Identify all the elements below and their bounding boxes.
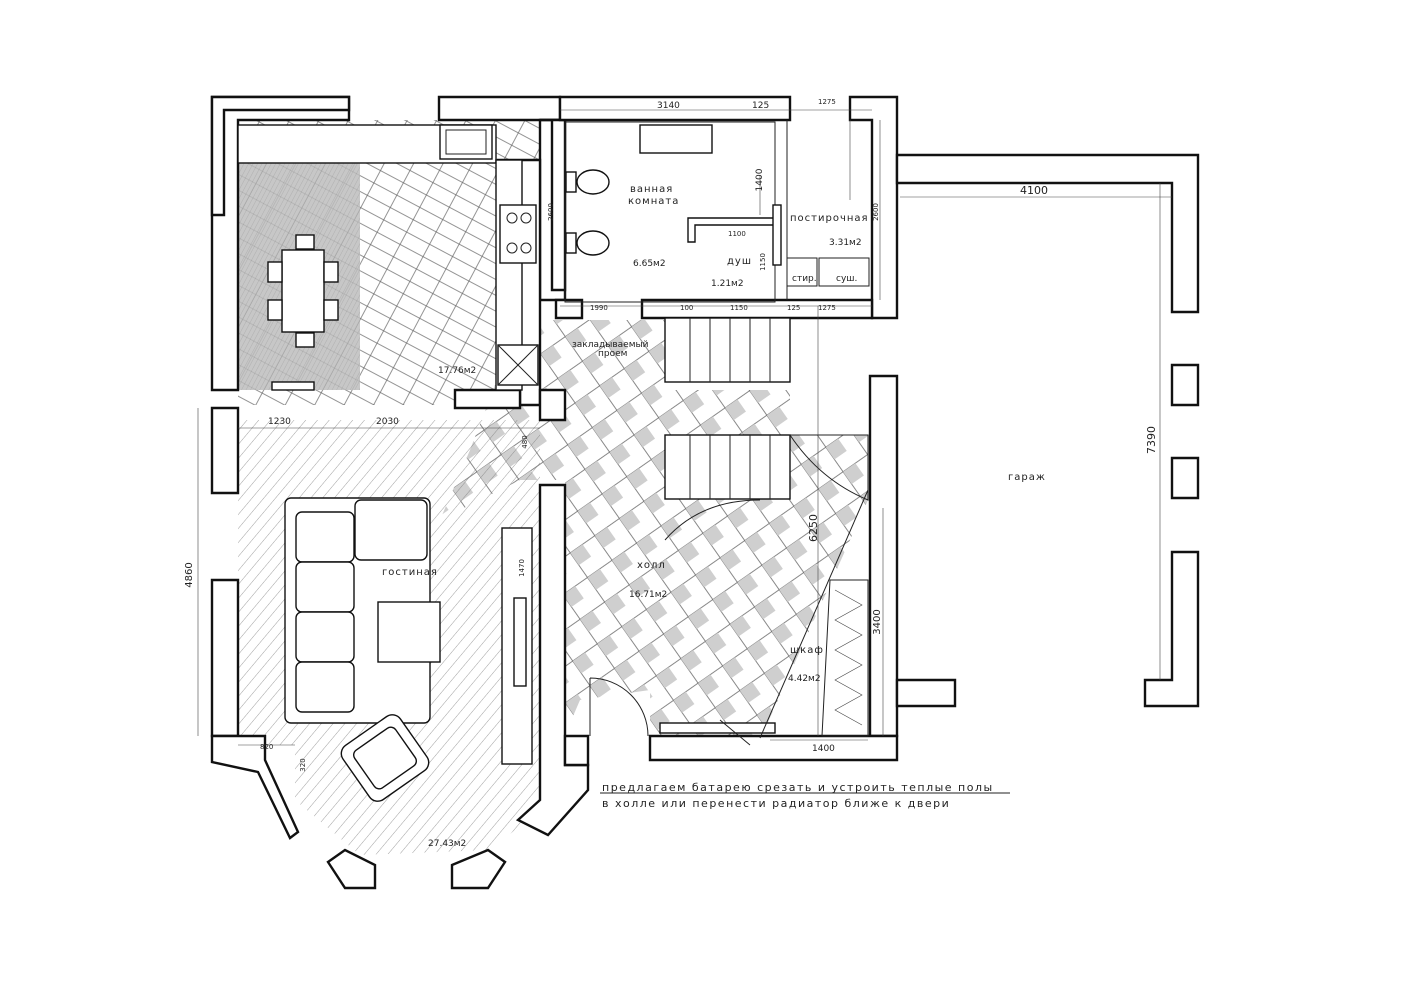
laundry-area: 3.31м2 <box>829 238 862 248</box>
toilet-1 <box>576 169 610 195</box>
bathroom-area: 6.65м2 <box>633 259 666 269</box>
dim-100: 100 <box>680 304 693 312</box>
kitchen-area: 17.76м2 <box>438 366 476 376</box>
dim-2600-left: 2600 <box>547 203 555 221</box>
note-line-2: в холле или перенести радиатор ближе к д… <box>602 797 950 810</box>
toilet-2 <box>576 230 610 256</box>
dim-1230: 1230 <box>268 417 291 427</box>
dim-7390: 7390 <box>1145 426 1158 454</box>
dim-1990: 1990 <box>590 304 608 312</box>
dim-4860: 4860 <box>184 562 195 587</box>
dim-2030: 2030 <box>376 417 399 427</box>
dimension-labels: 3140 125 1275 1400 2600 2600 1100 1150 1… <box>184 98 1158 772</box>
dim-1400-h: 1400 <box>812 744 835 754</box>
tv <box>513 597 527 687</box>
dimension-lines <box>197 109 1172 746</box>
hall-closet <box>589 489 869 746</box>
closet-name: шкаф <box>790 645 824 656</box>
closet-area: 4.42м2 <box>788 674 821 684</box>
living-name: гостиная <box>382 567 438 578</box>
opening-note-1: закладываемый <box>572 340 649 350</box>
dim-1275-top: 1275 <box>818 98 836 106</box>
coffee-table <box>377 601 441 663</box>
bathroom-name-2: комната <box>628 196 679 207</box>
dryer-label: суш. <box>836 274 857 284</box>
cooktop <box>499 204 537 264</box>
hall-tile-floor <box>440 320 868 740</box>
dim-1150-v: 1150 <box>759 253 767 271</box>
garage-name: гараж <box>1008 472 1046 483</box>
dim-320: 320 <box>299 758 307 771</box>
living-area: 27.43м2 <box>428 839 466 849</box>
dining-set <box>267 234 339 391</box>
dim-1275-bot: 1275 <box>818 304 836 312</box>
dim-125-top: 125 <box>752 101 769 111</box>
dim-1400-v: 1400 <box>755 168 765 191</box>
dim-125-bot: 125 <box>787 304 800 312</box>
opening-note-2: проем <box>598 349 627 359</box>
dim-2600-right: 2600 <box>872 203 880 221</box>
bathroom-name-1: ванная <box>630 184 673 195</box>
living-furniture <box>284 497 533 802</box>
dim-820: 820 <box>260 743 273 751</box>
stairs <box>664 317 869 541</box>
kitchen-fixtures <box>237 124 539 391</box>
dim-3140: 3140 <box>657 101 680 111</box>
bathroom-fixtures <box>564 120 870 303</box>
dim-480: 480 <box>521 435 529 448</box>
dim-1470: 1470 <box>518 559 526 577</box>
dim-4100: 4100 <box>1020 184 1048 197</box>
hall-name: холл <box>637 560 666 571</box>
dim-1100: 1100 <box>728 230 746 238</box>
dim-6250: 6250 <box>807 514 820 542</box>
laundry-name: постирочная <box>790 213 869 224</box>
dim-3400: 3400 <box>872 609 883 634</box>
note-line-1: предлагаем батарею срезать и устроить те… <box>602 781 994 794</box>
hall-area: 16.71м2 <box>629 590 667 600</box>
shower-area: 1.21м2 <box>711 279 744 289</box>
shower-name: душ <box>727 256 752 267</box>
dim-1150: 1150 <box>730 304 748 312</box>
radiator-note: предлагаем батарею срезать и устроить те… <box>600 781 1010 810</box>
washer-label: стир. <box>792 274 817 284</box>
room-labels: ванная комната 6.65м2 душ 1.21м2 постиро… <box>382 184 1046 849</box>
sink <box>439 124 493 160</box>
